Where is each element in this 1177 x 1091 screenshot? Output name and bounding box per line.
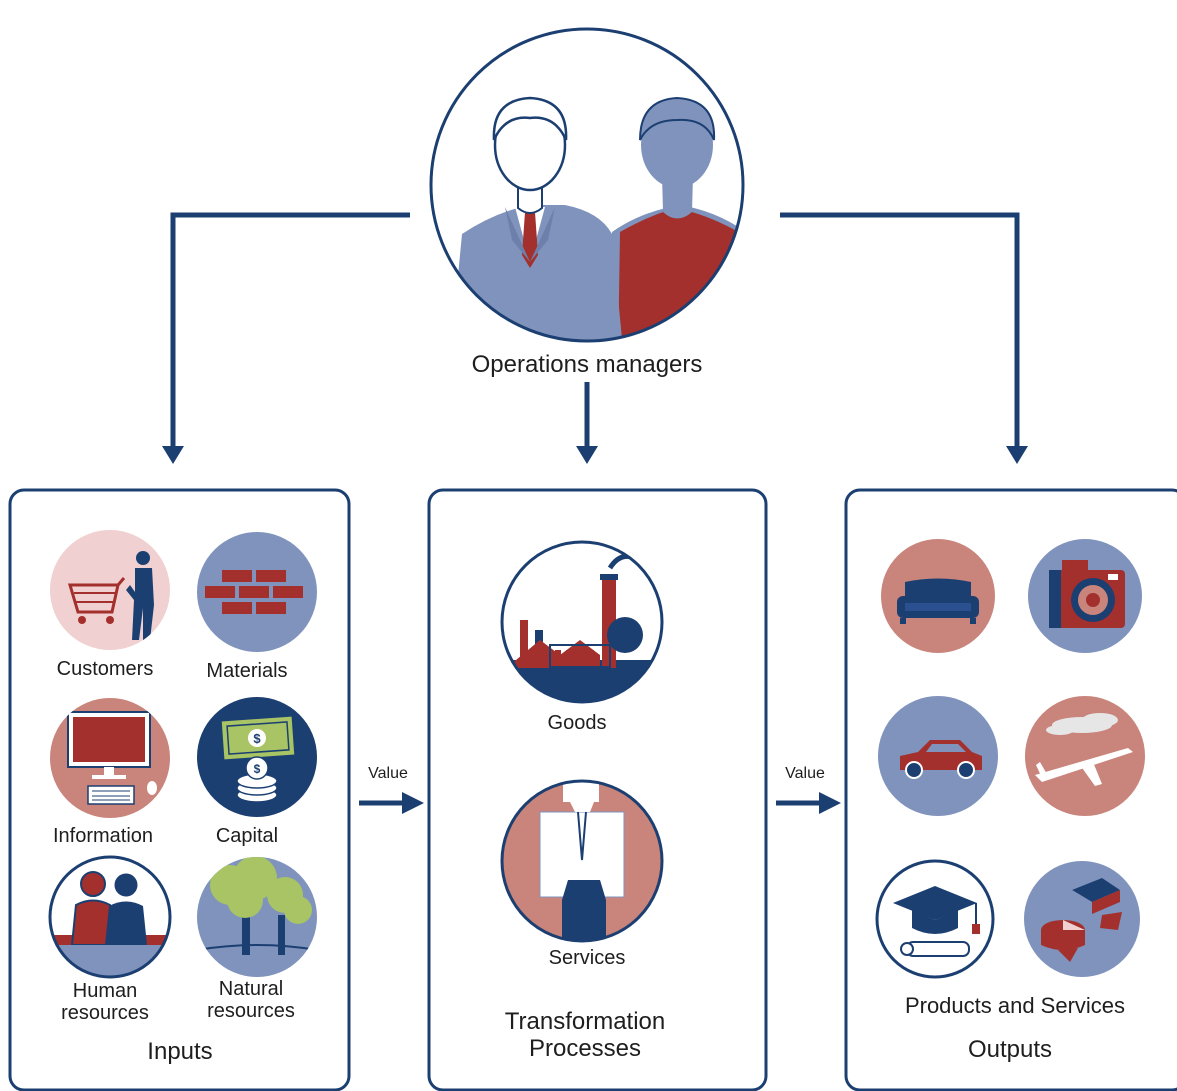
human-resources-line1: Human xyxy=(72,980,138,1002)
input-label-information: Information xyxy=(52,825,154,847)
sofa-icon xyxy=(881,539,995,653)
food-icon xyxy=(1024,861,1140,977)
svg-text:$: $ xyxy=(254,762,261,776)
human-resources-line2: resources xyxy=(61,1002,149,1025)
arrow-right-value-right xyxy=(819,792,841,814)
input-label-customers: Customers xyxy=(56,658,154,680)
input-label-capital: Capital xyxy=(215,825,279,847)
transformation-title-line1: Transformation xyxy=(504,1008,666,1035)
outputs-title: Outputs xyxy=(967,1036,1053,1063)
arrow-down-outputs xyxy=(1006,446,1028,464)
computer-icon xyxy=(50,698,170,818)
managers-icon xyxy=(429,27,745,343)
connector-lines xyxy=(170,212,1020,806)
camera-icon xyxy=(1028,539,1142,653)
shopping-cart-icon xyxy=(50,530,170,650)
input-label-natural-resources: Natural resources xyxy=(186,978,316,1023)
transformation-label-services: Services xyxy=(548,947,626,969)
outputs-subtitle: Products and Services xyxy=(904,993,1126,1018)
money-icon: $ $ xyxy=(197,697,317,817)
arrowheads xyxy=(162,446,1028,814)
value-label-right: Value xyxy=(785,765,825,782)
transformation-label-goods: Goods xyxy=(547,712,607,734)
transformation-title-line2: Processes xyxy=(528,1034,642,1062)
inputs-title: Inputs xyxy=(147,1038,213,1065)
arrow-down-inputs xyxy=(162,446,184,464)
graduation-icon xyxy=(875,859,995,979)
car-icon xyxy=(878,696,998,816)
svg-text:$: $ xyxy=(253,731,261,746)
people-icon xyxy=(48,855,172,979)
arrow-down-transformation xyxy=(576,446,598,464)
trees-icon xyxy=(197,857,317,977)
managers-label: Operations managers xyxy=(471,351,703,378)
bricks-icon xyxy=(197,532,317,652)
value-label-left: Value xyxy=(368,765,408,782)
airplane-icon xyxy=(1025,696,1145,816)
handshake-icon xyxy=(500,779,664,943)
input-label-human-resources: Human resources xyxy=(40,980,170,1025)
input-label-materials: Materials xyxy=(206,660,288,682)
arrow-right-value-left xyxy=(402,792,424,814)
natural-resources-line1: Natural xyxy=(218,978,284,1000)
natural-resources-line2: resources xyxy=(207,1000,295,1023)
transformation-title: Transformation Processes xyxy=(460,1008,710,1063)
